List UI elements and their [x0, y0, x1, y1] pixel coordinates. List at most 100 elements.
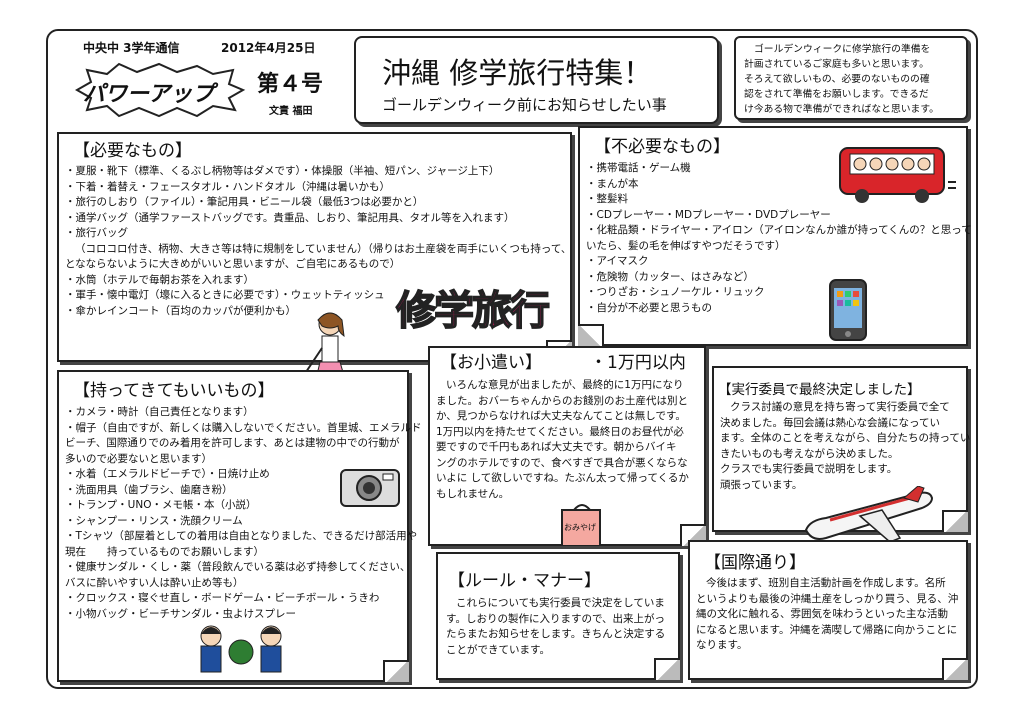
optional-item: ・水着（エメラルドビーチで）・日焼け止め: [65, 468, 270, 480]
camera-illustration: [340, 469, 400, 507]
optional-item: ・シャンプー・リンス・洗顔クリーム: [65, 514, 243, 527]
committee-title: 【実行委員で最終決定しました】: [718, 382, 921, 398]
optional-item: バスに酔いやすい人は酔い止め等も）: [65, 576, 244, 589]
optional-item: ・カメラ・時計（自己責任となります）: [65, 406, 254, 418]
students-illustration: [200, 625, 282, 673]
issue-number: 第４号: [257, 72, 324, 97]
banner-subtitle: ゴールデンウィーク前にお知らせしたい事: [382, 96, 667, 114]
kokusai-line: 今後はまず、班別自主活動計画を作成します。名所: [706, 577, 946, 589]
allowance-line: 1万円以内を持たせてください。最終日のお昼代が必: [436, 425, 684, 438]
optional-title: 【持ってきてもいいもの】: [73, 381, 275, 401]
rules-title: 【ルール・マナー】: [448, 571, 601, 591]
banner: 沖縄 修学旅行特集！ ゴールデンウィーク前にお知らせしたい事: [354, 36, 719, 124]
needed-box: 【必要なもの】 ・夏服・靴下（標準、くるぶし柄物等はダメです）・体操服（半袖、短…: [57, 132, 572, 362]
kokusai-line: 縄の文化に触れる、雰囲気を味わうといった主な活動: [696, 608, 948, 620]
unneeded-item: ・携帯電話・ゲーム機: [586, 162, 691, 174]
needed-item: ・軍手・懐中電灯（壕に入るときに必要です）・ウェットティッシュ: [65, 289, 385, 301]
notice-box: ゴールデンウィークに修学旅行の準備を 計画されているご家庭も多いと思います。 そ…: [734, 36, 968, 120]
souvenir-bag-text: おみやげ: [564, 523, 596, 532]
needed-item: ・夏服・靴下（標準、くるぶし柄物等はダメです）・体操服（半袖、短パン、ジャージ上…: [65, 165, 500, 177]
unneeded-box: 【不必要なもの】 ・携帯電話・ゲーム機 ・まんが本 ・整髪料 ・CDプレーヤー・…: [578, 126, 972, 346]
allowance-line: ました。おバーちゃんからのお餞別のお土産代は別と: [436, 394, 688, 407]
needed-item: （コロコロ付き、柄物、大きさ等は特に規制をしていません）（帰りはお土産袋を両手に…: [75, 242, 572, 255]
allowance-line: もしれません。: [436, 487, 510, 500]
page-curl-icon: [942, 658, 968, 680]
committee-line: ます。全体のことを考えながら、自分たちの持ってい: [720, 432, 971, 444]
optional-item: ・健康サンダル・くし・薬（普段飲んでいる薬は必ず持参してください、: [65, 561, 411, 573]
rules-line: たらまたお知らせをします。きちんと決定する: [446, 628, 666, 640]
notice-text: ゴールデンウィークに修学旅行の準備を 計画されているご家庭も多いと思います。 そ…: [744, 42, 939, 117]
optional-item: ・Tシャツ（部屋着としての着用は自由となりました、できるだけ部活用や: [65, 530, 418, 542]
rules-box: 【ルール・マナー】 これらについても実行委員で決定をしていま す。しおりの製作に…: [436, 552, 680, 680]
rules-line: これらについても実行委員で決定をしていま: [456, 597, 665, 609]
unneeded-title: 【不必要なもの】: [594, 137, 730, 157]
needed-item: ・水筒（ホテルで毎朝お茶を入れます）: [65, 273, 254, 286]
unneeded-item: ・化粧品類・ドライヤー・アイロン（アイロンなんか誰が持ってくんの？と思って: [586, 224, 972, 236]
souvenir-bag-illustration: おみやげ: [554, 502, 614, 546]
needed-title: 【必要なもの】: [73, 141, 192, 161]
optional-item: 多いので必要ないと思います）: [65, 452, 212, 465]
shugakuryoko-art-text: 修学旅行: [395, 287, 551, 335]
needed-item: ・旅行バッグ: [65, 227, 128, 239]
logo-badge: パワーアップ: [67, 60, 247, 120]
page-curl-icon: [383, 660, 409, 682]
allowance-line: 要ですので千円もあれば大丈夫です。朝からバイキ: [436, 441, 677, 453]
optional-item: ・トランプ・UNO・メモ帳・本（小説）: [65, 499, 257, 511]
committee-line: 決めました。毎回会議は熱心な会議になってい: [720, 416, 940, 429]
rules-line: す。しおりの製作に入りますので、出来上がっ: [446, 612, 666, 625]
issue-date: 2012年4月25日: [221, 41, 316, 55]
optional-item: ・洗面用具（歯ブラシ、歯磨き粉）: [65, 483, 233, 496]
unneeded-item: ・自分が不必要と思うもの: [586, 301, 712, 314]
notice-line: 計画されているご家庭も多いと思います。: [744, 59, 929, 70]
optional-item: ・小物バッグ・ビーチサンダル・虫よけスプレー: [65, 607, 296, 620]
allowance-title: 【お小遣い】: [440, 353, 542, 373]
page-curl-icon: [654, 658, 680, 680]
allowance-line: ングのホテルですので、食べすぎで具合が悪くならな: [436, 456, 688, 469]
allowance-amount: ・1万円以内: [590, 353, 686, 373]
needed-list: ・夏服・靴下（標準、くるぶし柄物等はダメです）・体操服（半袖、短パン、ジャージ上…: [65, 164, 571, 319]
kokusai-line: というよりも最後の沖縄土産をしっかり買う、見る、沖: [696, 592, 959, 605]
rules-text: これらについても実行委員で決定をしていま す。しおりの製作に入りますので、出来上…: [446, 596, 665, 658]
kokusai-line: なります。: [696, 639, 748, 651]
allowance-box: 【お小遣い】 ・1万円以内 いろんな意見が出ましたが、最終的に1万円になり まし…: [428, 346, 706, 546]
needed-item: ・旅行のしおり（ファイル）・筆記用具・ビニール袋（最低3つは必要かと）: [65, 196, 424, 208]
rules-line: ことができています。: [446, 643, 550, 656]
author: 文責 福田: [269, 106, 313, 117]
optional-item: ビーチ、国際通りでのみ着用を許可します、あとは建物の中での行動が: [65, 437, 400, 449]
kokusai-text: 今後はまず、班別自主活動計画を作成します。名所 というよりも最後の沖縄土産をしっ…: [696, 576, 958, 654]
souvenir-bag-shape: [561, 504, 601, 546]
notice-line: ゴールデンウィークに修学旅行の準備を: [754, 44, 931, 55]
notice-line: そろえて欲しいもの、必要のないものの確: [744, 74, 930, 85]
unneeded-item: いたら、髪の毛を伸ばすやつだそうです）: [586, 239, 786, 252]
allowance-line: か、見つからなければ大丈夫なんてことは無しです。: [436, 410, 686, 422]
allowance-line: いよに して欲しいですね。たぶん太って帰ってくるか: [436, 472, 689, 484]
optional-box: 【持ってきてもいいもの】 ・カメラ・時計（自己責任となります） ・帽子（自由です…: [57, 370, 421, 682]
airplane-illustration: [804, 486, 934, 543]
kokusai-title: 【国際通り】: [704, 553, 806, 573]
kokusai-line: になると思います。沖縄を満喫して帰路に向かうことに: [696, 623, 958, 636]
page-curl-icon: [942, 510, 968, 532]
masthead: 中央中 3学年通信 2012年4月25日 パワーアップ 第４号 文責 福田: [55, 36, 342, 126]
optional-item: 現在 持っているものでお願いします）: [65, 545, 264, 558]
unneeded-item: ・CDプレーヤー・MDプレーヤー・DVDプレーヤー: [586, 208, 831, 221]
allowance-text: いろんな意見が出ましたが、最終的に1万円になり ました。おバーちゃんからのお餞別…: [436, 378, 689, 502]
needed-item: ・傘かレインコート（百均のカッパが便利かも）: [65, 304, 296, 317]
school-issue: 中央中 3学年通信: [83, 41, 180, 55]
committee-line: クラスでも実行委員で説明をします。: [720, 463, 898, 475]
kokusai-box: 【国際通り】 今後はまず、班別自主活動計画を作成します。名所 というよりも最後の…: [688, 540, 968, 680]
committee-line: クラス討議の意見を持ち寄って実行委員で全て: [730, 401, 950, 413]
banner-title: 沖縄 修学旅行特集！: [382, 56, 653, 90]
committee-line: きたいものも考えながら決めました。: [720, 447, 899, 460]
unneeded-item: ・アイマスク: [586, 255, 649, 267]
unneeded-item: ・整髪料: [586, 193, 628, 205]
logo-text: パワーアップ: [83, 82, 215, 107]
committee-text: クラス討議の意見を持ち寄って実行委員で全て 決めました。毎回会議は熱心な会議にな…: [720, 400, 970, 493]
optional-item: ・帽子（自由ですが、新しくは購入しないでください。首里城、エメラルド: [65, 421, 422, 434]
notice-line: け今ある物で準備ができればなと思います。: [744, 104, 939, 115]
unneeded-list: ・携帯電話・ゲーム機 ・まんが本 ・整髪料 ・CDプレーヤー・MDプレーヤー・D…: [586, 161, 972, 316]
needed-item: ・通学バッグ（通学ファーストバッグです。貴重品、しおり、筆記用具、タオル等を入れ…: [65, 211, 515, 224]
committee-line: 頑張っています。: [720, 478, 803, 491]
page-curl-icon: [578, 324, 604, 346]
unneeded-item: ・まんが本: [586, 177, 639, 190]
notice-line: 認をされて準備をお願いします。できるだ: [744, 89, 929, 100]
